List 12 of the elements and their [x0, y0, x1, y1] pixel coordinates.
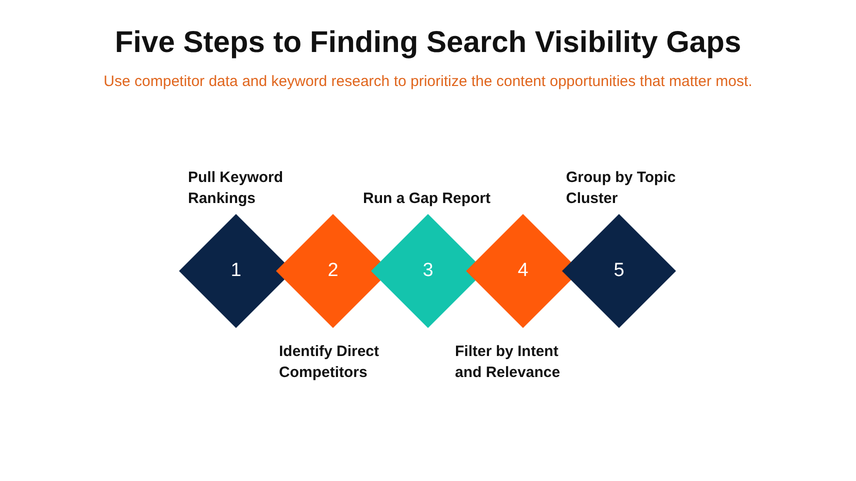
subtitle: Use competitor data and keyword research to prioritize the content opportunities that matter most. — [104, 73, 752, 90]
step-label: Pull Keyword Rankings — [188, 168, 284, 209]
step-number: 1 — [230, 260, 242, 282]
step-number: 3 — [422, 260, 434, 282]
title: Five Steps to Finding Search Visibility Gaps — [114, 26, 742, 60]
step-label: Group by Topic Cluster — [566, 168, 677, 209]
step-number: 5 — [614, 260, 624, 282]
step-number: 4 — [518, 260, 528, 282]
step-label: Identify Direct Competitors — [279, 342, 380, 383]
step-number: 2 — [328, 260, 338, 282]
step-label: Filter by Intent and Relevance — [455, 342, 562, 383]
step-label: Run a Gap Report — [363, 189, 492, 209]
